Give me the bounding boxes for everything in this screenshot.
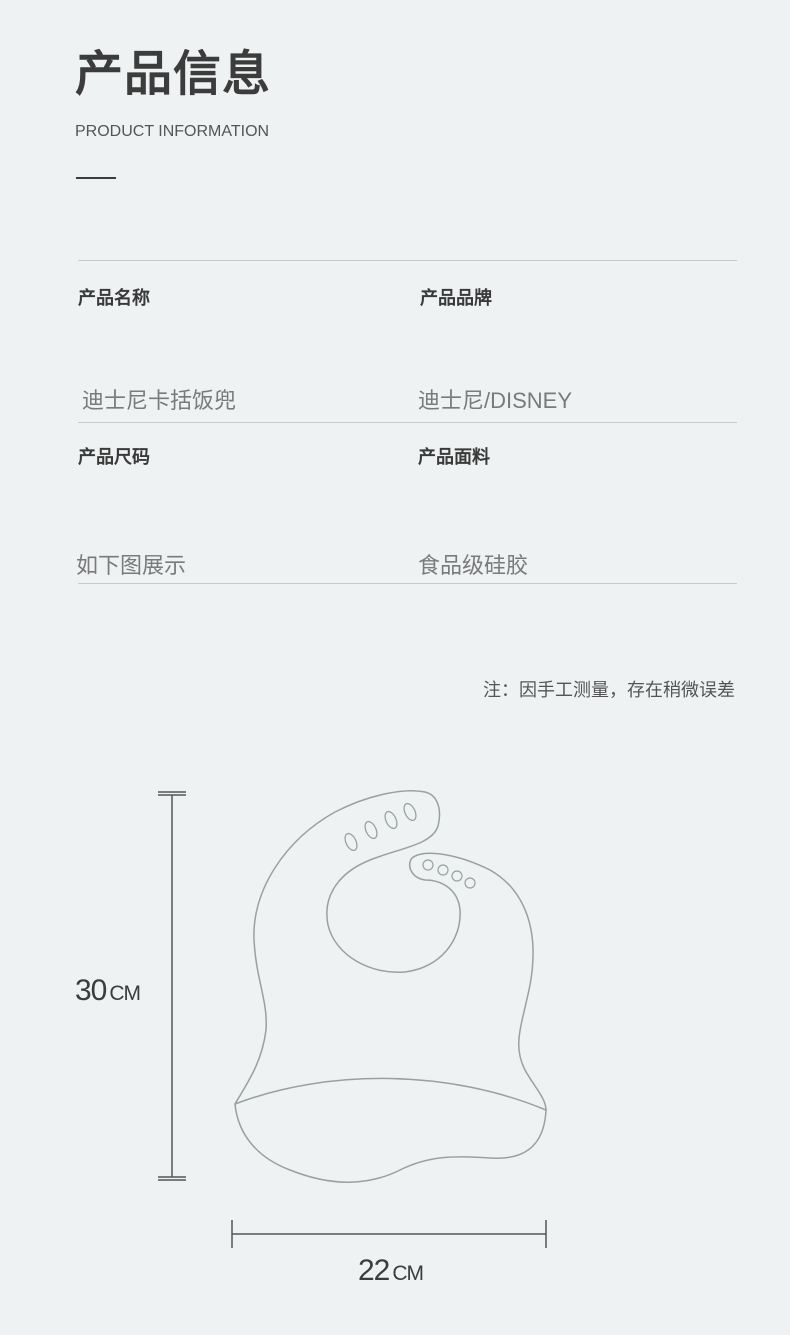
height-dimension-line: [158, 791, 186, 1181]
product-name-label: 产品名称: [78, 288, 150, 309]
table-divider-bottom: [78, 583, 737, 584]
table-divider-top: [78, 260, 737, 261]
width-dimension-line: [231, 1220, 547, 1248]
product-brand-value: 迪士尼/DISNEY: [418, 388, 573, 413]
height-unit: CM: [109, 982, 141, 1005]
page-subtitle: PRODUCT INFORMATION: [75, 123, 270, 140]
page-title: 产品信息: [75, 46, 272, 102]
product-material-label: 产品面料: [418, 447, 490, 468]
product-material-value: 食品级硅胶: [418, 553, 529, 578]
product-size-label: 产品尺码: [78, 447, 150, 468]
bib-outline-icon: [234, 790, 547, 1183]
width-unit: CM: [392, 1262, 424, 1285]
height-value: 30: [75, 974, 107, 1007]
product-name-value: 迪士尼卡括饭兜: [82, 388, 237, 413]
snap-buttons-icon: [422, 859, 476, 889]
title-underline: [76, 177, 116, 179]
table-divider-middle: [78, 422, 737, 423]
product-brand-label: 产品品牌: [420, 288, 492, 309]
strap-holes-icon: [344, 802, 417, 852]
width-value: 22: [358, 1254, 390, 1287]
product-size-value: 如下图展示: [76, 553, 187, 578]
measurement-note: 注：因手工测量，存在稍微误差: [483, 680, 735, 701]
